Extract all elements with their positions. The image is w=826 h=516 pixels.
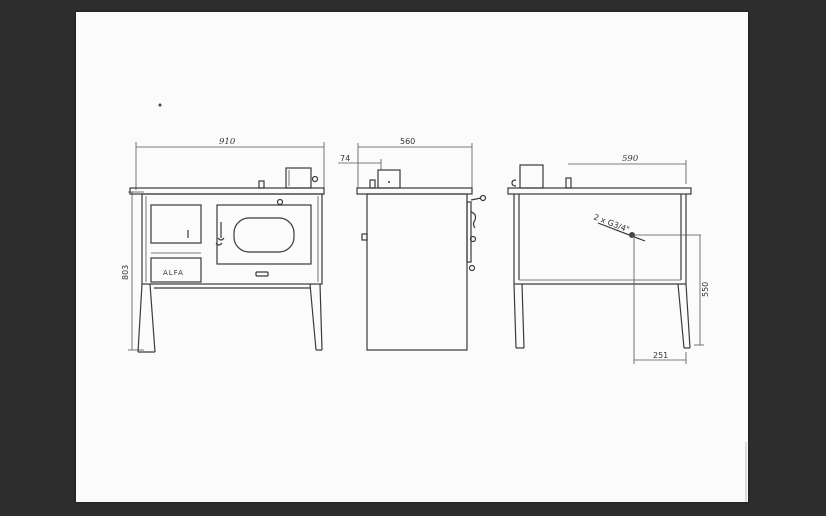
side-top-plate <box>356 187 473 195</box>
side-chimney-box <box>377 169 401 189</box>
side-view: 560 74 <box>338 137 487 351</box>
front-ash-drawer <box>150 257 202 283</box>
front-oven-window <box>233 217 295 253</box>
front-body <box>141 193 323 285</box>
back-height-label: 550 <box>701 282 710 297</box>
front-height-label: 803 <box>121 265 130 280</box>
front-fire-door <box>150 204 202 244</box>
back-top-plate <box>507 187 692 195</box>
technical-drawing: 910 803 <box>121 103 747 502</box>
front-width-label: 910 <box>219 137 236 147</box>
side-offset-label: 74 <box>340 154 350 163</box>
back-view: 590 <box>507 154 710 364</box>
back-offset-label: 251 <box>653 351 668 360</box>
drawing-sheet: 910 803 <box>76 12 748 502</box>
back-chimney-box <box>519 164 544 189</box>
stray-mark <box>158 103 162 107</box>
front-top-plate <box>129 187 325 195</box>
front-view: 910 803 <box>121 137 325 353</box>
side-body <box>366 193 468 351</box>
side-depth-label: 560 <box>400 137 415 146</box>
front-logo-text: ALFA <box>163 269 184 277</box>
front-chimney-box <box>285 167 312 189</box>
front-oven-door <box>216 204 312 265</box>
back-width-label: 590 <box>622 154 639 164</box>
